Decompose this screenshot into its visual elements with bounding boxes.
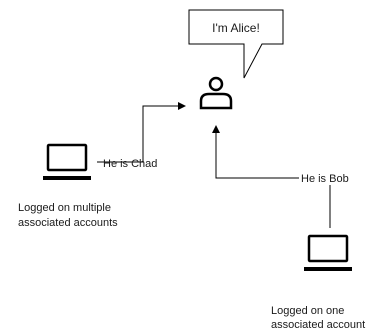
connector-bob bbox=[212, 125, 331, 228]
laptop-left-caption: Logged on multiple associated accounts bbox=[18, 202, 118, 229]
user-icon bbox=[199, 76, 233, 110]
laptop-icon-right bbox=[304, 234, 352, 271]
laptop-icon-left bbox=[43, 143, 91, 180]
edge-label-chad: He is Chad bbox=[103, 158, 157, 170]
edge-label-bob-background bbox=[299, 170, 359, 185]
connector-chad bbox=[97, 102, 186, 163]
edge-label-bob: He is Bob bbox=[301, 173, 349, 185]
laptop-right-caption-line-1: Logged on one bbox=[271, 305, 344, 317]
laptop-right-caption: Logged on one associated account bbox=[271, 305, 365, 331]
laptop-left-caption-line-2: associated accounts bbox=[18, 217, 118, 229]
laptop-right-caption-line-2: associated account bbox=[271, 319, 365, 331]
laptop-left-caption-line-1: Logged on multiple bbox=[18, 202, 111, 214]
speech-bubble: I'm Alice! bbox=[188, 9, 284, 79]
speech-bubble-text: I'm Alice! bbox=[212, 21, 260, 35]
